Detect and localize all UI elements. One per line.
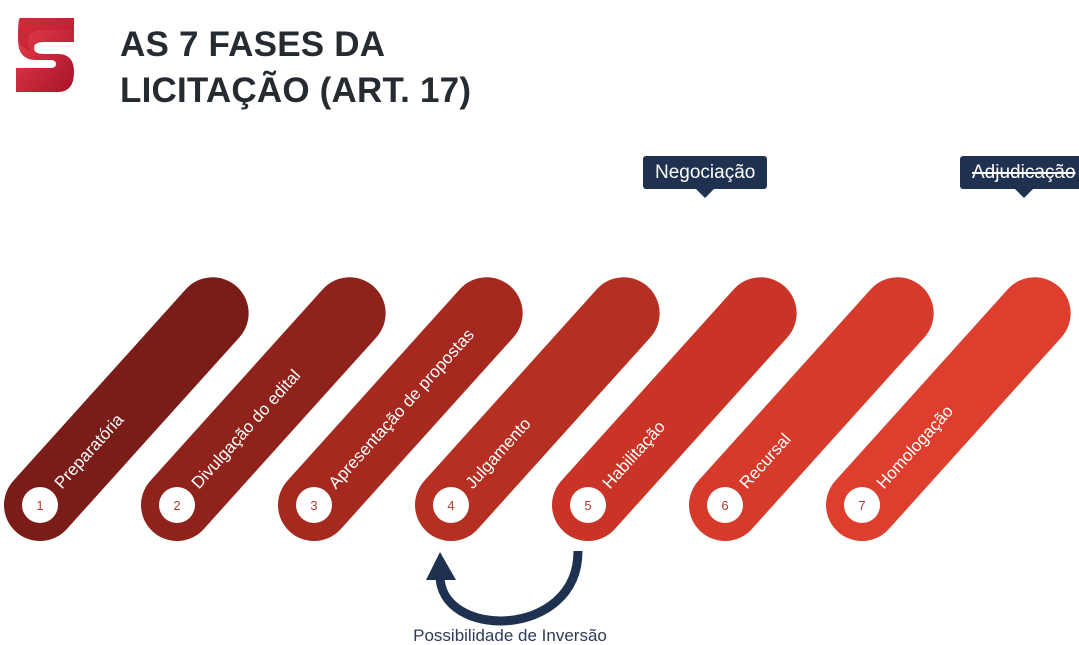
phase-number-badge xyxy=(159,487,195,523)
phase-pill xyxy=(689,277,934,541)
inversion-label: Possibilidade de Inversão xyxy=(413,626,607,645)
phase-number: 7 xyxy=(858,498,865,513)
phase-5: Habilitação xyxy=(552,277,797,541)
phase-number-badge xyxy=(433,487,469,523)
page-title: AS 7 FASES DA LICITAÇÃO (ART. 17) xyxy=(120,22,471,114)
phase-number: 6 xyxy=(721,498,728,513)
phase-pill xyxy=(141,277,386,541)
s-logo-icon xyxy=(16,18,74,92)
phase-pill xyxy=(4,277,249,541)
phase-number-badge xyxy=(22,487,58,523)
inversion-arrow xyxy=(426,550,583,626)
callout-negociacao: Negociação xyxy=(643,156,768,198)
phase-number-badge xyxy=(844,487,880,523)
phase-number-badge xyxy=(570,487,606,523)
phase-number-badge xyxy=(707,487,743,523)
phase-number-badge xyxy=(296,487,332,523)
title-line-2: LICITAÇÃO (ART. 17) xyxy=(120,71,472,110)
phase-number: 3 xyxy=(310,498,317,513)
phase-number: 4 xyxy=(447,498,454,513)
callout-negociacao-label: Negociação xyxy=(655,162,756,183)
callout-adjudicacao: Adjudicação xyxy=(960,156,1079,198)
phase-number: 2 xyxy=(173,498,180,513)
phase-pill xyxy=(278,277,523,541)
callout-adjudicacao-label: Adjudicação xyxy=(972,162,1076,183)
phase-6: Recursal xyxy=(689,277,934,541)
phase-pill xyxy=(415,277,660,541)
phase-number: 5 xyxy=(584,498,591,513)
title-line-1: AS 7 FASES DA xyxy=(120,25,386,64)
phase-number: 1 xyxy=(36,498,43,513)
phase-4: Julgamento xyxy=(415,277,660,541)
phase-pill xyxy=(552,277,797,541)
phase-pill xyxy=(826,277,1071,541)
